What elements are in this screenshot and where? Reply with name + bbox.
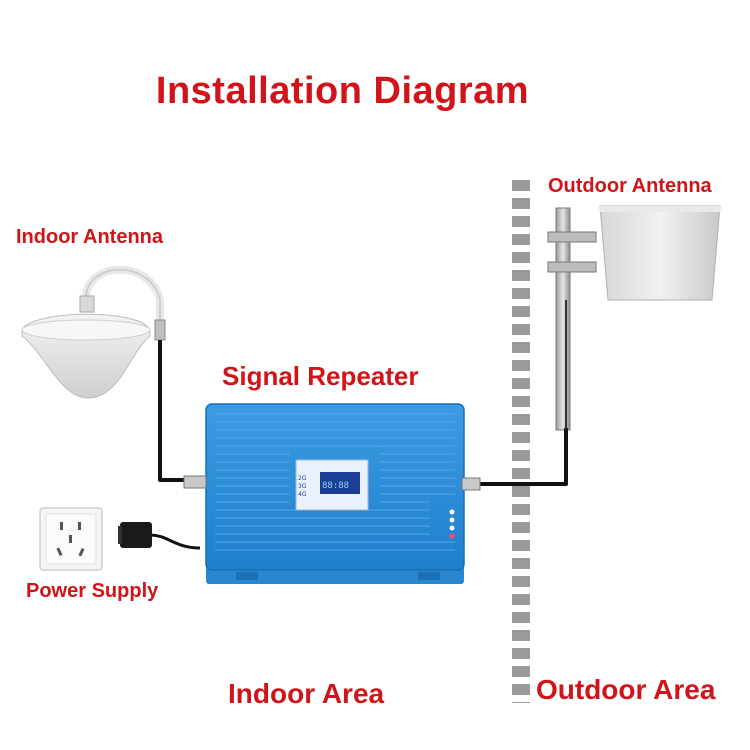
wall [512,175,530,703]
signal-repeater-icon: 2G 3G 4G 88:88 [183,403,481,584]
outdoor-area-label: Outdoor Area [536,674,716,705]
indoor-area-label: Indoor Area [228,678,385,709]
power-adapter-icon [118,522,152,548]
cables [149,300,568,550]
outdoor-antenna-icon [547,205,721,431]
power-socket-icon [39,507,103,571]
screen-line-3g: 3G [298,483,307,490]
power-supply-label: Power Supply [26,580,159,602]
signal-repeater-label: Signal Repeater [222,361,419,391]
led-power-icon [449,533,455,539]
led-2-icon [449,517,455,523]
indoor-antenna-icon [21,265,166,399]
page-title: Installation Diagram [155,70,530,112]
screen-readout: 88:88 [322,481,349,491]
indoor-antenna-label: Indoor Antenna [16,226,164,248]
screen-line-2g: 2G [298,475,307,482]
screen-line-4g: 4G [298,491,307,498]
outdoor-antenna-label: Outdoor Antenna [548,175,712,197]
led-3-icon [449,525,455,531]
led-1-icon [449,509,455,515]
